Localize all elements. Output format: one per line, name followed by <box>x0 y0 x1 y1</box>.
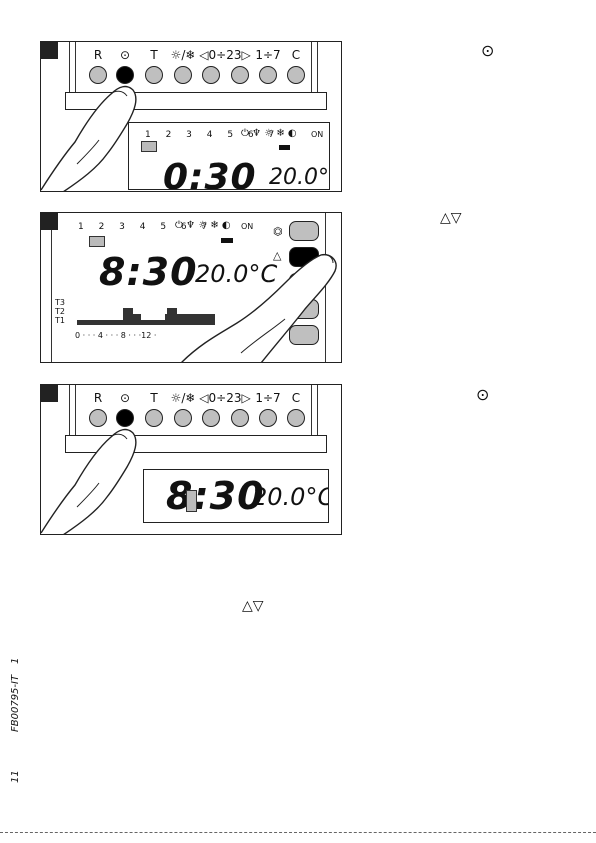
time-digits: 8:30 <box>166 474 265 518</box>
document-code: FB00795-IT <box>10 675 21 732</box>
illustration-panel-3: R ⊙ T ☼/❄ ◁0÷23▷ 1÷7 C 8:30 20.0°C <box>40 384 342 535</box>
key-label-clock: ⊙ <box>120 391 130 405</box>
level-t3-bar <box>167 308 177 314</box>
key-label-r: R <box>94 48 102 62</box>
level-t3-bar <box>123 308 133 314</box>
key-label-c: C <box>292 48 300 62</box>
pointing-hand-icon <box>41 415 171 535</box>
page-number: 11 <box>10 770 21 783</box>
key-label-hours: ◁0÷23▷ <box>199 391 250 405</box>
level-label-t2: T2 <box>55 307 65 316</box>
level-t1-bar <box>77 320 123 325</box>
clock-symbol-note: ⊙ <box>481 41 494 60</box>
level-label-t1: T1 <box>55 316 65 325</box>
c-button[interactable] <box>287 409 305 427</box>
arrows-symbol-note: △▽ <box>440 210 462 226</box>
day-button[interactable] <box>259 66 277 84</box>
c-button[interactable] <box>287 66 305 84</box>
hour-axis: 0 · · · 4 · · · 8 · · ·12 · <box>75 331 156 340</box>
pointing-hand-icon <box>41 72 171 192</box>
level-t2-bar <box>123 314 141 325</box>
key-label-clock: ⊙ <box>120 48 130 62</box>
step-marker-3 <box>41 385 58 402</box>
key-label-sun-snow: ☼/❄ <box>171 48 196 62</box>
level-t1-bar <box>141 320 165 325</box>
hour-left-button[interactable] <box>202 409 220 427</box>
manual-button[interactable] <box>289 221 319 241</box>
key-label-t: T <box>150 48 157 62</box>
day-button[interactable] <box>259 409 277 427</box>
key-label-t: T <box>150 391 157 405</box>
step-marker-2 <box>41 213 58 230</box>
sun-snow-button[interactable] <box>174 66 192 84</box>
flashing-hour-digit <box>186 490 197 512</box>
illustration-panel-2: 1 2 3 4 5 6 7 ⏻ ♆ ☼ ❄ ◐ ON 8:30 20.0°C T… <box>40 212 342 363</box>
footer-divider <box>0 832 596 833</box>
sun-snow-button[interactable] <box>174 409 192 427</box>
on-indicator: ON <box>311 130 323 139</box>
temperature-digits: 20.0°C <box>252 483 329 511</box>
pointing-hand-icon <box>181 243 341 363</box>
key-label-sun-snow: ☼/❄ <box>171 391 196 405</box>
active-indicator <box>279 145 290 150</box>
key-label-hours: ◁0÷23▷ <box>199 48 250 62</box>
frame-line <box>51 230 52 362</box>
flashing-day-icon <box>89 236 105 247</box>
temperature-digits: 20.0°C <box>269 165 330 190</box>
clock-symbol-note: ⊙ <box>476 385 489 404</box>
key-label-c: C <box>292 391 300 405</box>
hour-right-button[interactable] <box>231 409 249 427</box>
mode-icons: ⏻ ♆ ☼ ❄ ◐ <box>241 128 297 139</box>
on-indicator: ON <box>241 222 253 231</box>
side-symbol-hand: ⏣ <box>273 225 283 238</box>
key-label-days: 1÷7 <box>255 48 280 62</box>
key-label-r: R <box>94 391 102 405</box>
step-marker-1 <box>41 42 58 59</box>
edition-number: 1 <box>10 658 21 664</box>
arrows-symbol-note: △▽ <box>242 598 264 614</box>
key-label-days: 1÷7 <box>255 391 280 405</box>
hour-left-button[interactable] <box>202 66 220 84</box>
illustration-panel-1: R ⊙ T ☼/❄ ◁0÷23▷ 1÷7 C 1 2 3 4 5 6 7 ⏻ ♆… <box>40 41 342 192</box>
mode-icons: ⏻ ♆ ☼ ❄ ◐ <box>175 220 231 231</box>
hour-right-button[interactable] <box>231 66 249 84</box>
time-digits: 0:30 <box>163 157 257 190</box>
level-label-t3: T3 <box>55 298 65 307</box>
